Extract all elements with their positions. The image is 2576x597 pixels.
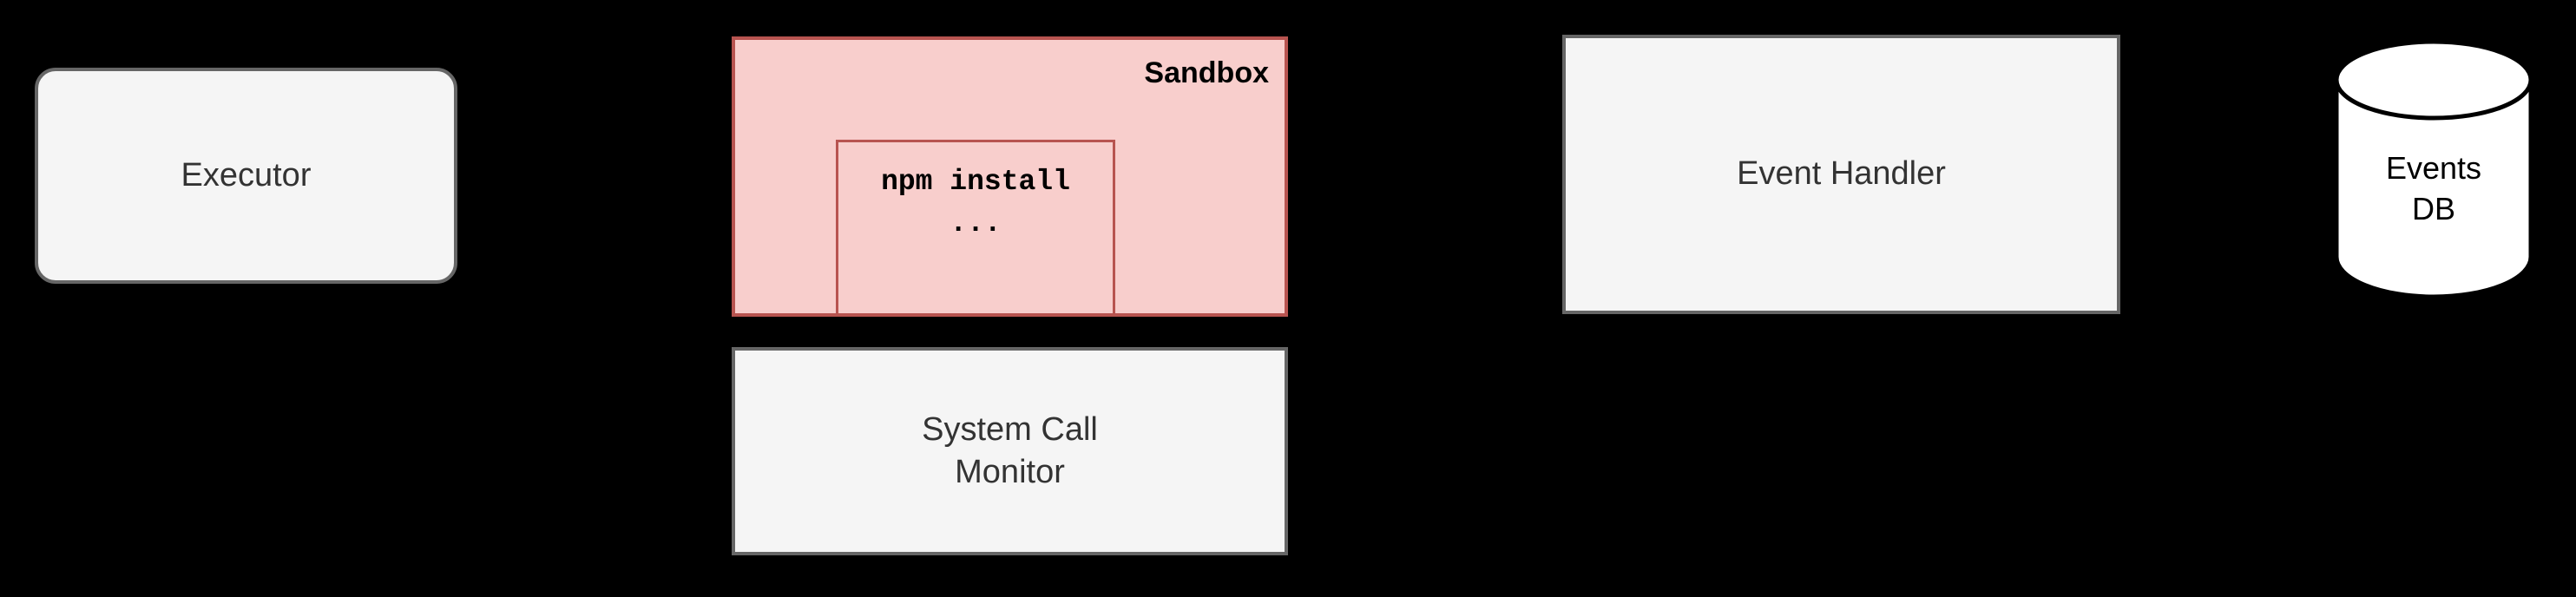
node-system-call-monitor-label: System Call Monitor (922, 409, 1098, 495)
node-sandbox[interactable]: Sandbox npm install ... (732, 36, 1288, 317)
node-events-db[interactable]: Events DB (2333, 38, 2534, 299)
node-sandbox-title: Sandbox (1144, 56, 1269, 89)
node-system-call-monitor-label-line1: System Call (922, 410, 1098, 448)
node-event-handler-label: Event Handler (1737, 155, 1946, 193)
cylinder-icon (2334, 39, 2533, 299)
code-line-2: ... (950, 207, 1002, 239)
node-executor-label: Executor (181, 156, 312, 194)
node-executor[interactable]: Executor (35, 68, 457, 284)
node-events-db-label: Events DB (2333, 38, 2534, 298)
node-system-call-monitor-label-line2: Monitor (955, 454, 1065, 490)
node-sandbox-code-box[interactable]: npm install ... (836, 140, 1115, 313)
node-events-db-label-line2: DB (2411, 191, 2455, 226)
node-event-handler[interactable]: Event Handler (1562, 35, 2120, 314)
node-events-db-label-line1: Events (2385, 150, 2482, 187)
node-system-call-monitor[interactable]: System Call Monitor (732, 347, 1288, 555)
code-line-1: npm install (881, 166, 1070, 198)
